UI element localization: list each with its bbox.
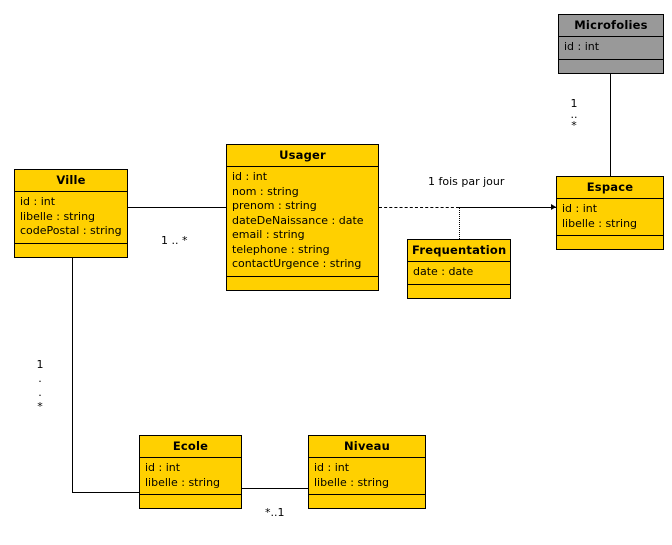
class-attribute: nom : string xyxy=(232,184,299,198)
class-attributes-niveau: id : int libelle : string xyxy=(309,458,425,495)
class-attribute: libelle : string xyxy=(145,475,221,489)
class-operations-niveau xyxy=(309,495,425,508)
class-box-ville[interactable]: Ville id : int libelle : string codePost… xyxy=(14,169,128,258)
class-attribute: libelle : string xyxy=(562,216,638,230)
class-operations-usager xyxy=(227,277,378,290)
label-usager-espace: 1 fois par jour xyxy=(428,175,505,188)
class-box-niveau[interactable]: Niveau id : int libelle : string xyxy=(308,435,426,509)
edge-ecole-niveau xyxy=(242,488,308,489)
class-operations-ecole xyxy=(140,495,241,508)
class-attribute: id : int xyxy=(145,461,181,474)
class-attribute: email : string xyxy=(232,228,305,241)
class-box-microfolies[interactable]: Microfolies id : int xyxy=(558,14,664,74)
class-operations-ville xyxy=(15,244,127,257)
multiplicity-line: 1 xyxy=(36,358,44,371)
multiplicity-microfolies-espace: 1 .. * xyxy=(563,98,585,131)
class-box-usager[interactable]: Usager id : int nom : string prenom : st… xyxy=(226,144,379,291)
class-attributes-ecole: id : int libelle : string xyxy=(140,458,241,495)
class-attribute: date : date xyxy=(413,265,474,278)
multiplicity-ville-usager: 1 .. * xyxy=(161,234,188,247)
class-attribute: prenom : string xyxy=(232,199,317,212)
multiplicity-line: * xyxy=(37,400,43,413)
edge-ville-usager xyxy=(128,207,226,208)
multiplicity-line: . xyxy=(38,386,42,399)
class-operations-frequentation xyxy=(408,285,510,298)
class-attribute: id : int xyxy=(232,170,268,183)
class-operations-microfolies xyxy=(559,60,663,73)
class-attribute: id : int xyxy=(562,202,598,215)
class-attributes-usager: id : int nom : string prenom : string da… xyxy=(227,167,378,277)
multiplicity-line: . xyxy=(38,372,42,385)
class-name-usager: Usager xyxy=(227,145,378,167)
multiplicity-ecole-niveau: *..1 xyxy=(265,506,285,519)
class-attribute: libelle : string xyxy=(20,209,96,223)
edge-microfolies-espace xyxy=(610,72,611,176)
class-attribute: telephone : string xyxy=(232,242,330,256)
class-box-espace[interactable]: Espace id : int libelle : string xyxy=(556,176,664,250)
class-box-frequentation[interactable]: Frequentation date : date xyxy=(407,239,511,299)
multiplicity-ville-ecole: 1 . . * xyxy=(31,358,49,414)
class-name-ecole: Ecole xyxy=(140,436,241,458)
class-name-espace: Espace xyxy=(557,177,663,199)
multiplicity-line: .. xyxy=(570,108,578,121)
edge-usager-frequentation-dashed xyxy=(379,207,459,208)
edge-ville-ecole-vertical xyxy=(72,258,73,493)
multiplicity-line: 1 xyxy=(570,97,578,110)
class-box-ecole[interactable]: Ecole id : int libelle : string xyxy=(139,435,242,509)
edge-ville-ecole-horizontal xyxy=(72,492,139,493)
arrowhead-espace xyxy=(551,204,556,210)
multiplicity-line: * xyxy=(571,119,577,132)
edge-usager-espace xyxy=(459,207,556,208)
class-attributes-microfolies: id : int xyxy=(559,37,663,60)
class-attribute: codePostal : string xyxy=(20,224,122,237)
class-name-ville: Ville xyxy=(15,170,127,192)
class-attribute: libelle : string xyxy=(314,475,390,489)
class-attributes-espace: id : int libelle : string xyxy=(557,199,663,236)
class-attribute: id : int xyxy=(20,195,56,208)
class-name-microfolies: Microfolies xyxy=(559,15,663,37)
class-name-niveau: Niveau xyxy=(309,436,425,458)
class-operations-espace xyxy=(557,236,663,249)
class-name-frequentation: Frequentation xyxy=(408,240,510,262)
class-attributes-frequentation: date : date xyxy=(408,262,510,285)
class-attribute: id : int xyxy=(314,461,350,474)
edge-association-class-link xyxy=(459,208,460,239)
class-attribute: id : int xyxy=(564,40,600,53)
class-attribute: dateDeNaissance : date xyxy=(232,213,364,227)
class-attribute: contactUrgence : string xyxy=(232,257,362,270)
class-attributes-ville: id : int libelle : string codePostal : s… xyxy=(15,192,127,244)
